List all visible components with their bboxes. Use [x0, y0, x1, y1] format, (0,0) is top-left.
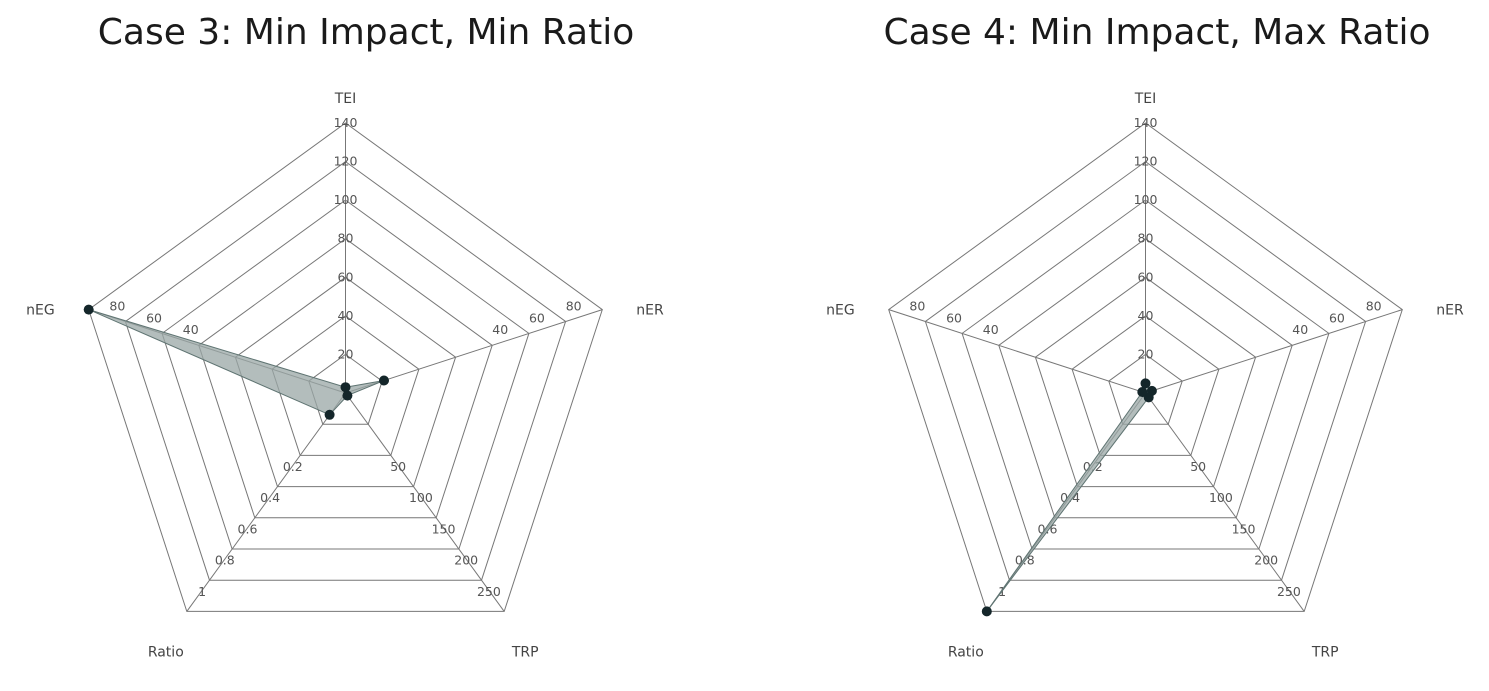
tick-label: 140 [334, 115, 358, 130]
data-point-ner [379, 375, 389, 386]
tick-label: 60 [529, 310, 545, 325]
tick-label: 60 [946, 310, 962, 325]
tick-label: 20 [1138, 346, 1154, 361]
grid-ring [161, 199, 530, 550]
grid-ring [961, 199, 1330, 550]
tick-label: 80 [1138, 231, 1154, 246]
tick-label: 40 [983, 322, 999, 337]
tick-label: 40 [183, 322, 199, 337]
tick-label: 100 [409, 490, 433, 505]
tick-label: 0.8 [215, 553, 235, 568]
axis-label-ratio: Ratio [148, 644, 184, 660]
tick-label: 50 [390, 459, 406, 474]
tick-label: 40 [1292, 322, 1308, 337]
tick-label: 250 [477, 584, 501, 599]
grid-ring [308, 353, 383, 425]
data-area [88, 309, 385, 416]
axis-label-tei: TEI [334, 91, 357, 107]
axis-spoke [186, 392, 346, 612]
data-point-tei [1140, 378, 1151, 389]
tick-label: 100 [1134, 192, 1158, 207]
tick-label: 1 [198, 584, 206, 599]
data-point-neg [83, 304, 94, 315]
axis-label-trp: TRP [511, 644, 539, 660]
tick-label: 20 [338, 346, 354, 361]
tick-label: 150 [1232, 521, 1256, 536]
tick-label: 0.6 [238, 521, 258, 536]
axis-spoke [888, 309, 1146, 394]
chart-title: Case 3: Min Impact, Min Ratio [98, 12, 634, 53]
tick-label: 200 [454, 553, 478, 568]
grid-ring [88, 122, 603, 612]
data-point-ratio [324, 409, 335, 420]
tick-label: 80 [566, 298, 582, 313]
axis-label-tei: TEI [1134, 91, 1157, 107]
tick-label: 40 [338, 308, 354, 323]
data-point-trp [342, 390, 353, 401]
tick-label: 80 [909, 298, 925, 313]
grid-ring [1071, 315, 1220, 456]
tick-label: 80 [109, 298, 125, 313]
grid-ring [124, 160, 567, 581]
tick-label: 100 [1209, 490, 1233, 505]
axis-label-neg: nEG [826, 303, 855, 319]
data-point-ratio [981, 606, 992, 617]
grid-ring [198, 238, 493, 519]
axis-label-ner: nER [636, 303, 664, 319]
tick-label: 60 [1329, 310, 1345, 325]
axis-label-neg: nEG [26, 303, 55, 319]
grid-ring [271, 315, 420, 456]
tick-label: 120 [1134, 154, 1158, 169]
tick-label: 100 [334, 192, 358, 207]
tick-label: 0.2 [283, 459, 303, 474]
axis-spoke [345, 392, 505, 612]
grid-ring [998, 238, 1293, 519]
grid-ring [1108, 353, 1183, 425]
tick-label: 40 [492, 322, 508, 337]
axis-label-ner: nER [1436, 303, 1464, 319]
radar-chart-case-3: Case 3: Min Impact, Min Ratio 20 40 60 80 100… [26, 12, 664, 660]
data-point-tei [340, 382, 351, 393]
tick-label: 60 [1138, 269, 1154, 284]
tick-label: 0.4 [260, 490, 280, 505]
tick-label: 40 [1138, 308, 1154, 323]
axis-spoke [1145, 392, 1305, 612]
tick-label: 140 [1134, 115, 1158, 130]
radar-chart-case-4: Case 4: Min Impact, Max Ratio 20 40 60 80 100… [826, 12, 1464, 660]
tick-label: 80 [338, 231, 354, 246]
data-point-neg [1137, 387, 1148, 397]
grid-ring [924, 160, 1367, 581]
data-area [986, 382, 1153, 612]
grid-ring [888, 122, 1403, 612]
grid-ring [1034, 276, 1257, 488]
tick-label: 200 [1254, 553, 1278, 568]
axis-spoke [1145, 309, 1403, 394]
tick-label: 60 [338, 269, 354, 284]
tick-label: 50 [1190, 459, 1206, 474]
tick-label: 80 [1366, 298, 1382, 313]
tick-label: 250 [1277, 584, 1301, 599]
tick-label: 150 [432, 521, 456, 536]
axis-label-ratio: Ratio [948, 644, 984, 660]
grid-ring [234, 276, 457, 488]
tick-label: 60 [146, 310, 162, 325]
tick-label: 120 [334, 154, 358, 169]
chart-title: Case 4: Min Impact, Max Ratio [883, 12, 1430, 53]
axis-label-trp: TRP [1311, 644, 1339, 660]
